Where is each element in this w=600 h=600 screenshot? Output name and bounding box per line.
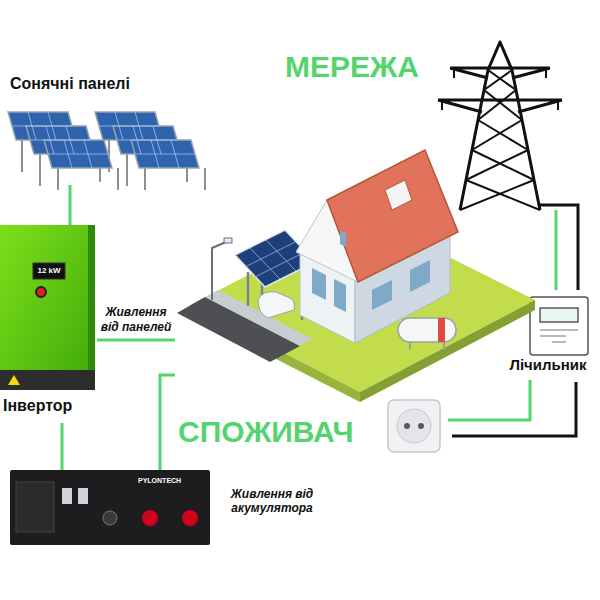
inverter-body [0,225,97,423]
power-tower [438,42,562,210]
house-scene [177,150,535,402]
battery-box: PYLONTECH [10,470,210,545]
inverter-box: 12 kW Інвертор [0,225,97,423]
power-link [160,375,175,470]
consumer-area: СПОЖИВАЧ [175,160,448,450]
power-link [555,210,558,290]
inverter-label: Інвертор [3,397,72,415]
power-rating: 12 kW [33,266,65,275]
meter-label: Лічильник [498,356,598,373]
power-link [69,185,72,225]
brand-logo: PYLONTECH [138,477,181,485]
grid-tower: МЕРЕЖА [280,40,570,210]
power-link [61,423,64,470]
consumer-heading: СПОЖИВАЧ [178,415,353,450]
solar-panel-group: Сонячні панелі [5,75,220,185]
meter-box: Лічильник [498,290,598,380]
power-link [97,339,175,342]
panel-heading: Сонячні панелі [10,75,130,93]
battery-feed-label: Живлення від акумулятора [228,486,316,517]
grid-heading: МЕРЕЖА [285,50,419,85]
electricity-meter [530,297,588,355]
link-label: Живлення від панелей [95,304,177,335]
power-link [448,380,530,420]
power-socket [388,400,440,452]
solar-panels [8,112,205,190]
